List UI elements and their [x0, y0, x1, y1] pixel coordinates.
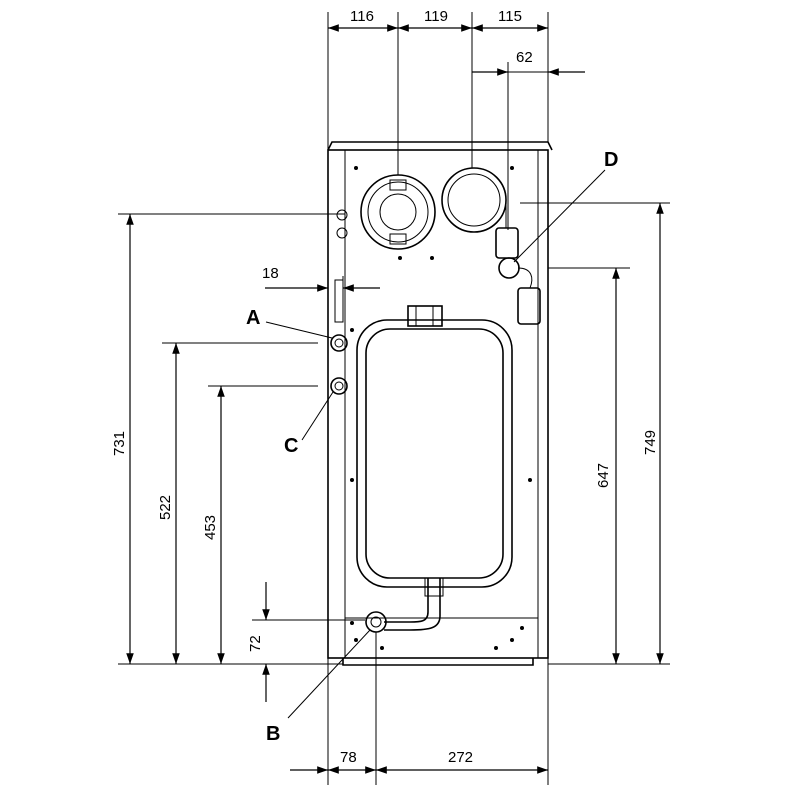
- dim-522: 522: [157, 495, 174, 520]
- dim-62: 62: [516, 49, 533, 66]
- dim-115: 115: [498, 8, 522, 25]
- bottom-dimensions: [290, 632, 549, 785]
- dim-647: 647: [595, 463, 612, 488]
- callout-leaders: [265, 169, 606, 719]
- dim-78: 78: [340, 749, 357, 766]
- connection-c: [330, 377, 348, 395]
- flue-outlet-left: [360, 174, 436, 250]
- unit-body: [327, 141, 553, 666]
- dim-119: 119: [424, 8, 448, 25]
- dim-731: 731: [111, 431, 128, 456]
- left-dimensions: [118, 213, 380, 702]
- connection-b: [365, 611, 387, 633]
- flue-outlet-right: [441, 167, 507, 233]
- callout-b: B: [266, 723, 280, 745]
- callout-a: A: [246, 307, 260, 329]
- heat-exchanger-loop: [356, 305, 513, 631]
- dim-453: 453: [202, 515, 219, 540]
- top-dimensions: [327, 12, 585, 230]
- dim-116: 116: [350, 8, 374, 25]
- dim-272: 272: [448, 749, 473, 766]
- side-connectors: [334, 209, 348, 323]
- right-dimensions: [520, 202, 670, 665]
- dim-72: 72: [247, 635, 264, 652]
- connection-a: [330, 334, 348, 352]
- dim-749: 749: [642, 430, 659, 455]
- valve-d-assembly: [495, 200, 541, 325]
- dim-18: 18: [262, 265, 279, 282]
- callout-c: C: [284, 435, 298, 457]
- callout-d: D: [604, 149, 618, 171]
